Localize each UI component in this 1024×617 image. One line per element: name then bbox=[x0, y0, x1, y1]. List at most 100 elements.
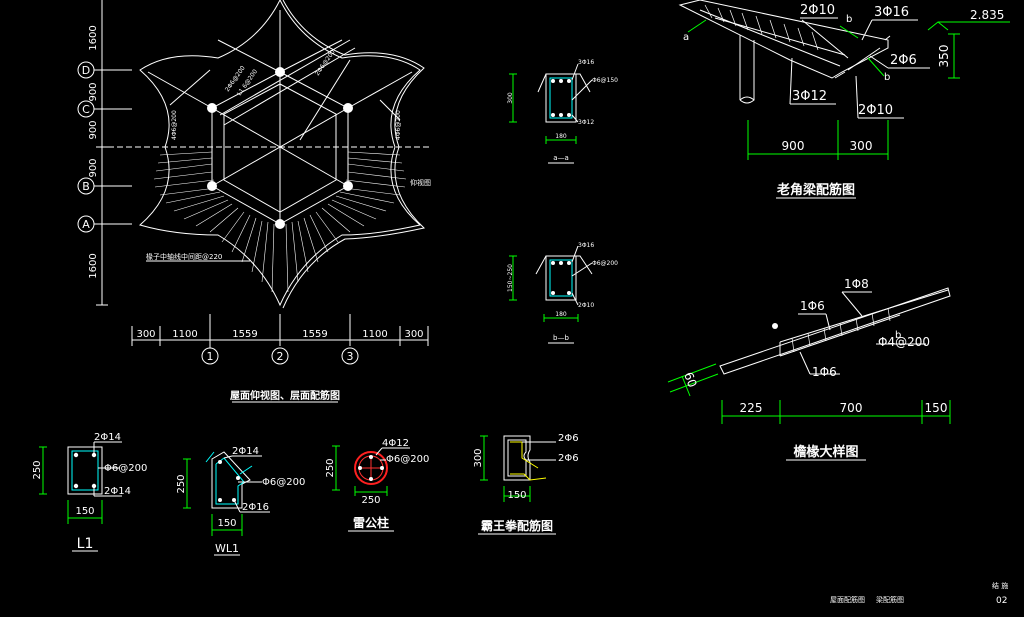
bottom-dim-4: 1559 bbox=[302, 329, 327, 340]
eave-rafter-caption: 檐椽大样图 bbox=[793, 444, 858, 460]
svg-text:3: 3 bbox=[347, 350, 354, 363]
left-dim-4: 900 bbox=[88, 158, 99, 177]
svg-text:2Φ6: 2Φ6 bbox=[558, 453, 579, 464]
cb-dim-2: 300 bbox=[850, 139, 873, 153]
cb-height: 350 bbox=[937, 45, 951, 68]
svg-text:250: 250 bbox=[176, 474, 187, 493]
svg-text:1: 1 bbox=[207, 350, 214, 363]
svg-text:b: b bbox=[846, 14, 852, 25]
left-dim-2: 900 bbox=[88, 82, 99, 101]
section-bb-label: b—b bbox=[553, 334, 569, 342]
svg-text:Φ6@200: Φ6@200 bbox=[592, 260, 618, 267]
svg-text:Φ6@200: Φ6@200 bbox=[104, 463, 147, 474]
beam-wl1-section: 250 2Φ14 Φ6@200 2Φ16 150 WL1 bbox=[176, 446, 305, 556]
title-block: 屋面配筋图 梁配筋图 结 施 02 bbox=[830, 581, 1008, 606]
er-slope-dim: 60 bbox=[681, 370, 699, 389]
left-dim-1: 1600 bbox=[88, 25, 99, 50]
view-note: 仰视图 bbox=[410, 178, 431, 187]
bottom-dim-1: 300 bbox=[136, 329, 155, 340]
svg-text:2Φ14: 2Φ14 bbox=[94, 432, 121, 443]
plan-columns bbox=[207, 67, 353, 229]
bottom-dim-5: 1100 bbox=[362, 329, 387, 340]
svg-text:3Φ12: 3Φ12 bbox=[578, 119, 594, 126]
svg-text:Φ6@200: Φ6@200 bbox=[262, 477, 305, 488]
title-block-label-1: 屋面配筋图 bbox=[830, 595, 865, 604]
plan-caption: 屋面仰视图、层面配筋图 bbox=[230, 389, 340, 402]
cb-dim-1: 900 bbox=[782, 139, 805, 153]
plan-beams bbox=[147, 10, 413, 224]
title-block-stage: 结 施 bbox=[992, 581, 1008, 590]
bottom-dim-2: 1100 bbox=[172, 329, 197, 340]
svg-text:180: 180 bbox=[555, 311, 567, 318]
svg-text:4Φ6@200: 4Φ6@200 bbox=[395, 110, 402, 140]
l1-label: L1 bbox=[77, 536, 94, 552]
section-aa: 300 3Φ16 Φ6@150 3Φ12 180 a—a bbox=[507, 59, 618, 164]
svg-text:300: 300 bbox=[473, 448, 484, 467]
svg-text:150: 150 bbox=[507, 490, 526, 501]
svg-text:2Φ14: 2Φ14 bbox=[104, 486, 131, 497]
axis-bubble-a: A bbox=[77, 215, 132, 233]
bawangquan-detail: 300 2Φ6 2Φ6 150 霸王拳配筋图 bbox=[473, 433, 579, 535]
axis-bubble-b: B bbox=[77, 177, 132, 195]
axis-bubble-3: 3 bbox=[341, 347, 359, 365]
svg-text:150~250: 150~250 bbox=[507, 264, 514, 292]
er-label-4: 1Φ6 bbox=[812, 365, 837, 379]
svg-text:180: 180 bbox=[555, 133, 567, 140]
cb-label-1: 2Φ10 bbox=[800, 3, 835, 18]
svg-text:150: 150 bbox=[217, 518, 236, 529]
column-section: 250 4Φ12 Φ6@200 250 雷公柱 bbox=[325, 438, 429, 532]
cb-elevation: 2.835 bbox=[970, 8, 1004, 22]
cb-label-4: 3Φ12 bbox=[792, 89, 827, 104]
svg-text:2Φ6: 2Φ6 bbox=[558, 433, 579, 444]
left-dim-5: 1600 bbox=[88, 253, 99, 278]
svg-text:3Φ16: 3Φ16 bbox=[578, 59, 594, 66]
axis-bubble-d: D bbox=[77, 61, 132, 79]
eave-rafter-detail: 1Φ8 1Φ6 Φ4@200 b 1Φ6 60 225 700 150 檐椽大样… bbox=[667, 277, 951, 461]
axis-bubble-1: 1 bbox=[201, 346, 219, 365]
axis-bubble-c: C bbox=[77, 100, 132, 118]
er-dim-1: 225 bbox=[740, 401, 763, 415]
column-caption: 雷公柱 bbox=[353, 515, 389, 530]
roof-star-outline bbox=[138, 0, 422, 307]
title-block-label-2: 梁配筋图 bbox=[876, 595, 904, 604]
svg-text:2: 2 bbox=[277, 350, 284, 363]
rafter-fan bbox=[153, 151, 407, 293]
svg-text:250: 250 bbox=[325, 458, 336, 477]
er-label-1: 1Φ8 bbox=[844, 277, 869, 291]
svg-text:150: 150 bbox=[75, 506, 94, 517]
wl1-label: WL1 bbox=[215, 542, 239, 555]
cb-label-2: 3Φ16 bbox=[874, 5, 909, 20]
cb-label-5: 2Φ10 bbox=[858, 103, 893, 118]
svg-text:b: b bbox=[884, 72, 890, 83]
left-dim-3: 900 bbox=[88, 120, 99, 139]
beam-l1-section: 250 2Φ14 Φ6@200 2Φ14 150 L1 bbox=[32, 432, 147, 552]
bottom-dim-3: 1559 bbox=[232, 329, 257, 340]
svg-text:B: B bbox=[82, 180, 90, 193]
svg-text:4Φ12: 4Φ12 bbox=[382, 438, 409, 449]
svg-text:A: A bbox=[82, 218, 90, 231]
svg-text:250: 250 bbox=[32, 460, 43, 479]
svg-text:4Φ6@200: 4Φ6@200 bbox=[171, 110, 178, 140]
bawangquan-caption: 霸王拳配筋图 bbox=[481, 518, 553, 533]
svg-text:D: D bbox=[82, 64, 90, 77]
svg-text:b: b bbox=[895, 330, 901, 341]
svg-text:250: 250 bbox=[361, 495, 380, 506]
svg-text:2Φ14: 2Φ14 bbox=[232, 446, 259, 457]
svg-text:a: a bbox=[683, 32, 689, 43]
er-dim-2: 700 bbox=[840, 401, 863, 415]
svg-text:Φ6@150: Φ6@150 bbox=[592, 77, 618, 84]
corner-beam-detail: 2Φ10 3Φ16 2Φ6 3Φ12 2Φ10 a b b 2.835 350 … bbox=[678, 0, 1010, 199]
svg-text:Φ6@200: Φ6@200 bbox=[386, 454, 429, 465]
cb-label-3: 2Φ6 bbox=[890, 53, 917, 68]
er-label-3: Φ4@200 bbox=[878, 335, 930, 349]
svg-text:300: 300 bbox=[507, 92, 514, 104]
er-label-2: 1Φ6 bbox=[800, 299, 825, 313]
corner-beam-caption: 老角梁配筋图 bbox=[776, 182, 855, 198]
rafter-note: 椽子中轴线中间距@220 bbox=[146, 252, 222, 261]
axis-bubble-2: 2 bbox=[271, 347, 289, 365]
title-block-sheet: 02 bbox=[996, 596, 1007, 606]
svg-text:C: C bbox=[82, 103, 90, 116]
section-bb: 150~250 3Φ16 Φ6@200 2Φ10 180 b—b bbox=[507, 242, 618, 344]
roof-plan: 1600 900 900 900 1600 D C B A bbox=[77, 0, 431, 403]
